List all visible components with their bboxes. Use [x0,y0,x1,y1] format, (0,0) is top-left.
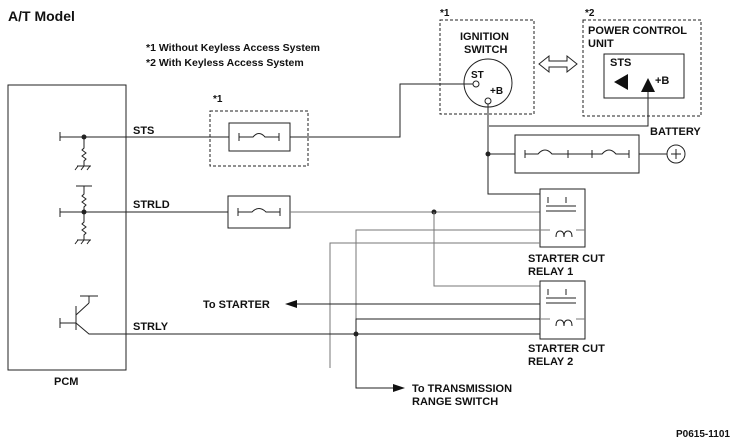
ignition-switch-label-1: IGNITION [460,31,509,43]
power-control-unit-label-1: POWER CONTROL [588,25,687,37]
fuse-strld [227,195,291,229]
starter-cut-relay-1 [539,188,586,248]
note-2: *2 With Keyless Access System [146,57,304,69]
relay-2-label-2: RELAY 2 [528,356,573,368]
battery-terminal [666,144,686,164]
pcm-label: PCM [54,376,78,388]
trs-label-2: RANGE SWITCH [412,396,498,408]
ignition-b-label: +B [490,86,503,97]
power-control-unit-marker: *2 [585,8,595,19]
battery-label: BATTERY [650,126,701,138]
power-control-unit-option-box [582,19,702,117]
relay-1-label-2: RELAY 1 [528,266,573,278]
pcu-b-arrow-icon [641,78,655,92]
power-control-unit-label-2: UNIT [588,38,614,50]
relay-1-to-trs [329,242,540,368]
relay-2-coil-return [355,318,540,334]
ignition-switch-body [463,58,513,108]
pcu-b-label: +B [655,75,669,87]
ignition-st-terminal [472,80,480,88]
diagram-title: A/T Model [8,8,75,24]
relay-2-switch [546,289,576,304]
relay-2-coil-icon [555,319,573,327]
pcu-sts-arrow-icon [614,74,628,90]
pcm-box [7,84,127,371]
note-1: *1 Without Keyless Access System [146,42,320,54]
starter-arrow-icon [285,300,297,308]
strld-to-relay-2 [433,212,540,287]
relay-1-coil-return [355,229,540,334]
starter-label: To STARTER [203,299,270,311]
relay-2-label-1: STARTER CUT [528,343,605,355]
battery-plus-icon [671,149,681,159]
battery-fuses-element [524,149,630,158]
pcu-b-wire [489,92,649,127]
ignition-switch-label-2: SWITCH [464,44,507,56]
trs-arrow-icon [393,384,405,392]
fuse-sts-marker: *1 [213,94,223,105]
ignition-b-terminal [484,97,492,105]
power-control-unit-inner [603,53,685,99]
figure-code: P0615-1101 [676,429,730,440]
ignition-switch-option-box [439,19,535,115]
fuse-sts-option-box [209,110,309,167]
sts-label: STS [133,125,154,137]
fuse-sts [228,122,291,152]
ignition-switch-marker: *1 [440,8,450,19]
ignition-st-label: ST [471,70,484,81]
starter-cut-relay-2 [539,280,586,340]
strly-label: STRLY [133,321,169,333]
relay-1-label-1: STARTER CUT [528,253,605,265]
trs-label-1: To TRANSMISSION [412,383,512,395]
pcm-sts-input [59,132,126,171]
fuse-strld-element [237,208,281,216]
relay-1-coil-icon [555,230,573,238]
relay-1-switch [546,197,576,212]
strld-label: STRLD [133,199,170,211]
sts-wire-right [290,83,473,138]
communication-double-arrow [538,54,578,74]
pcm-strly-transistor [59,295,126,335]
pcm-strld-input [59,185,126,245]
ignition-b-wire [487,104,540,195]
trs-wire [355,334,396,389]
pcu-sts-label: STS [610,57,631,69]
fuse-sts-element [238,133,280,141]
